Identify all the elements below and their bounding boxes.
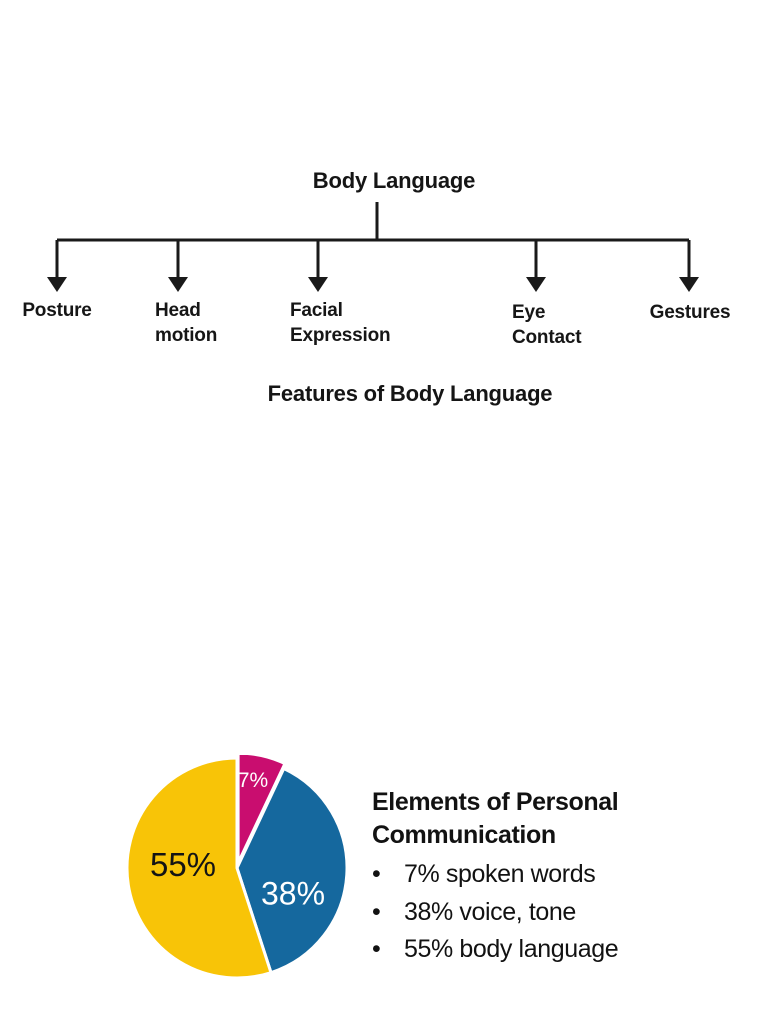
pie-svg: [125, 751, 349, 980]
node-head-motion: Head motion: [155, 300, 218, 346]
pie-slice: [125, 756, 273, 980]
diagram-caption: Features of Body Language: [267, 381, 553, 406]
pie-slice: [235, 766, 349, 975]
arrowhead-icon: [168, 277, 188, 292]
node-eye-contact: Eye Contact: [512, 302, 582, 348]
bullet-icon: •: [372, 935, 381, 963]
panel-bullet-list: • 7% spoken words • 38% voice, tone • 55% b…: [372, 856, 702, 969]
diagram-title: Body Language: [312, 168, 476, 193]
pie-label-38-percent: 38%: [260, 875, 326, 912]
bullet-icon: •: [372, 897, 381, 926]
bullet-text: 7% spoken words: [404, 860, 596, 888]
elements-panel: Elements of Personal Communication • 7% s…: [372, 786, 702, 969]
node-gestures: Gestures: [649, 302, 731, 323]
bullet-item: • 7% spoken words: [372, 856, 702, 894]
arrowhead-icon: [47, 277, 67, 292]
bullet-icon: •: [372, 860, 381, 888]
pie-label-55-percent: 55%: [149, 846, 217, 883]
arrowhead-icon: [526, 277, 546, 292]
node-posture: Posture: [22, 300, 92, 321]
panel-title: Elements of Personal Communication: [372, 788, 619, 849]
bullet-item: • 55% body language: [372, 931, 702, 969]
bullet-text: 38% voice, tone: [404, 897, 576, 926]
tree-lines-path: [55, 202, 691, 278]
pie-label-7-percent: 7%: [237, 769, 269, 792]
pie-chart: 7% 38% 55%: [125, 751, 349, 983]
arrowhead-icon: [308, 277, 328, 292]
bullet-text: 55% body language: [404, 935, 619, 963]
arrowhead-icon: [679, 277, 699, 292]
node-facial-expression: Facial Expression: [290, 300, 391, 346]
tree-connector-lines: [47, 202, 699, 292]
bullet-item: • 38% voice, tone: [372, 894, 702, 932]
